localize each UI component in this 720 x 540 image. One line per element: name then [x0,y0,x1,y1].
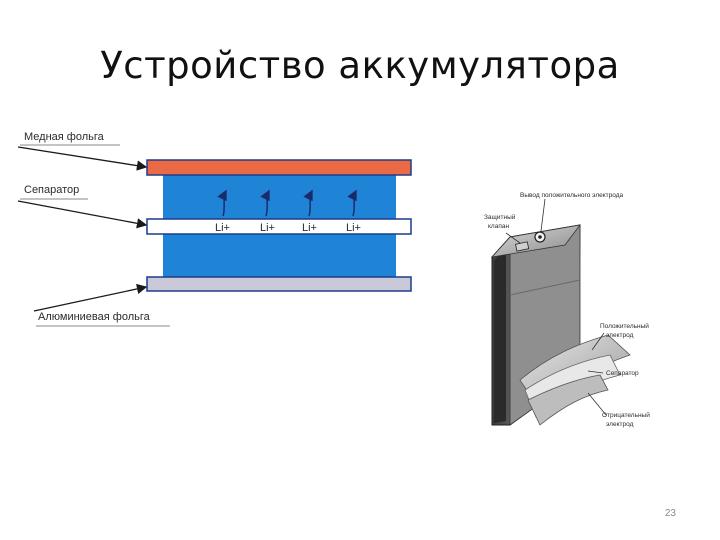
positive-electrode-label-1: Положительный [600,322,649,330]
ion-arrow-4 [347,189,357,217]
separator-sheet-label: Сепаратор [606,370,639,377]
ion-label-2: Li+ [260,222,275,234]
positive-terminal-label: Вывод положительного электрода [520,192,624,199]
battery-illustration: Вывод положительного электрода Защитный … [484,192,650,428]
ion-arrow-3 [303,189,313,217]
safety-valve [515,241,530,252]
safety-valve-label-1: Защитный [484,213,516,221]
ion-arrow-1 [217,189,227,217]
aluminum-foil-layer [146,276,412,292]
safety-valve-label-2: клапан [488,223,509,230]
lower-electrolyte [163,234,396,278]
slide-title: Устройство аккумулятора [100,44,620,87]
negative-electrode-sheet [527,374,609,426]
copper-foil-label: Медная фольга [24,131,105,143]
negative-electrode-label-2: электрод [606,421,634,428]
cell-diagram: Li+ Li+ Li+ Li+ Медная фольга Сепаратор … [17,131,412,327]
aluminum-foil-pointer [33,283,148,312]
aluminum-foil-label: Алюминиевая фольга [38,311,151,323]
negative-electrode-label-1: Отрицательный [602,411,650,419]
ion-arrow-2 [260,189,270,217]
positive-electrode-label-2: электрод [606,332,634,339]
separator-pointer [17,200,148,229]
copper-foil-layer [146,159,412,176]
separator-layer [146,218,412,235]
copper-foil-pointer [17,146,148,171]
ion-label-4: Li+ [346,222,361,234]
ion-label-1: Li+ [215,222,230,234]
page-number: 23 [664,508,676,519]
battery-top-cap [490,224,581,258]
upper-electrolyte [163,174,396,220]
separator-label: Сепаратор [24,184,79,196]
ion-label-3: Li+ [302,222,317,234]
